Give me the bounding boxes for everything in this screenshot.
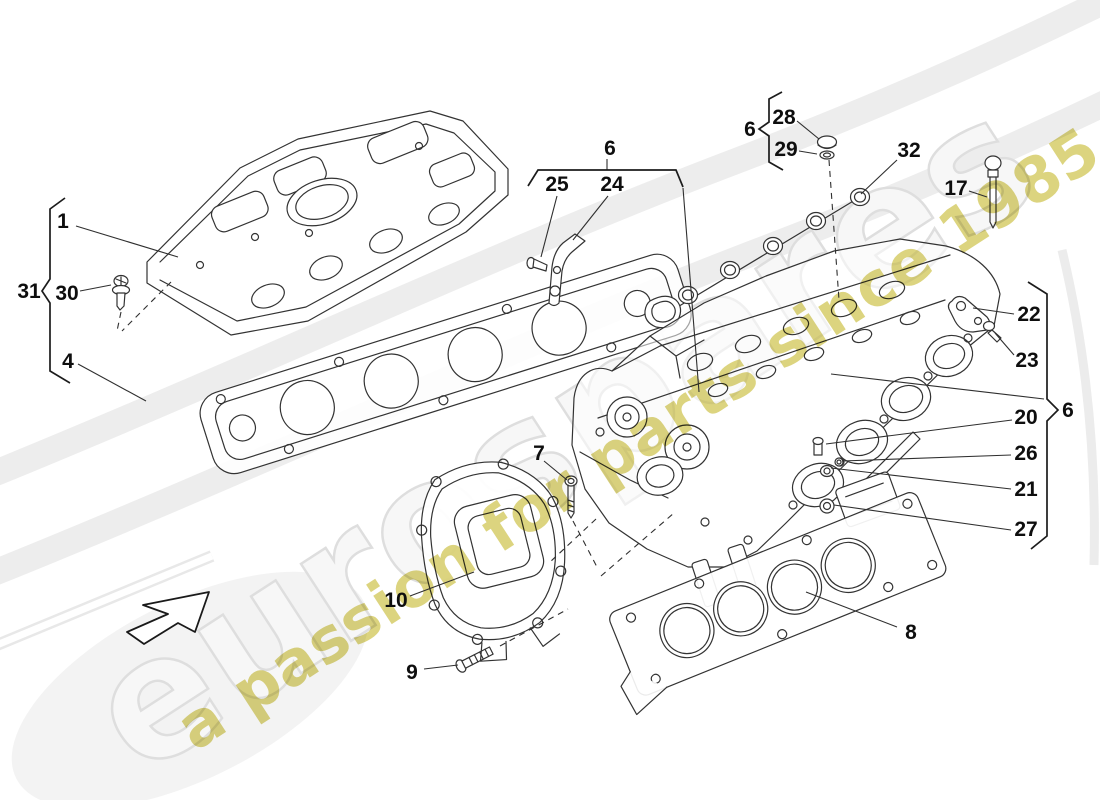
leader-line [968, 190, 988, 198]
assembly-dashed-line [600, 512, 675, 577]
leader-line [796, 120, 820, 140]
group-6-upper-right-brace [757, 91, 784, 171]
timing-cover [416, 458, 567, 662]
leader-line [841, 454, 1012, 462]
callout-label-30: 30 [55, 282, 78, 305]
cylinder-head [571, 238, 1001, 608]
leader-line [830, 373, 1045, 400]
callout-label-25: 25 [545, 173, 569, 196]
leader-line [833, 504, 1012, 531]
leader-line [972, 307, 1015, 315]
head-gasket [609, 492, 947, 716]
callout-label-28: 28 [772, 106, 796, 129]
assembly-dashed-line [121, 281, 172, 332]
callout-label-10: 10 [384, 589, 407, 612]
assembly-dashed-line [572, 520, 598, 568]
callout-label-4: 4 [62, 350, 74, 373]
leader-line [682, 187, 700, 393]
callout-label-7: 7 [533, 442, 545, 465]
callout-label-6: 6 [744, 118, 756, 141]
callout-label-24: 24 [600, 173, 624, 196]
group-31-brace [40, 197, 71, 384]
bolt-9 [455, 646, 494, 673]
valve-cover-gasket [199, 253, 692, 475]
bracket-bolt [526, 256, 548, 272]
support-bracket [548, 233, 586, 307]
callout-label-6: 6 [1062, 399, 1074, 422]
leader-line [825, 419, 1013, 445]
callout-label-29: 29 [774, 138, 797, 161]
callout-label-1: 1 [57, 210, 69, 233]
lever-22 [947, 295, 991, 333]
assembly-dashed-line [116, 311, 122, 332]
callout-label-6: 6 [604, 137, 616, 160]
leader-line [830, 467, 1012, 490]
leader-line [79, 284, 112, 292]
leader-line [860, 159, 898, 195]
callout-label-17: 17 [944, 177, 967, 200]
bolt-23 [982, 320, 1002, 343]
leader-line [543, 460, 568, 481]
callout-label-20: 20 [1014, 406, 1037, 429]
direction-arrow [126, 591, 210, 645]
bolt-17 [984, 155, 1002, 229]
assembly-dashed-line [828, 159, 840, 301]
leader-line [75, 225, 179, 258]
leader-line [409, 571, 475, 597]
leader-line [77, 363, 147, 402]
cam-adjuster-gaskets [644, 187, 871, 329]
seal-29 [819, 150, 835, 160]
callout-label-23: 23 [1015, 349, 1038, 372]
cap-28 [816, 135, 838, 150]
callout-label-27: 27 [1014, 518, 1037, 541]
leader-line [423, 664, 459, 670]
callout-label-32: 32 [897, 139, 920, 162]
bolt-7 [564, 475, 578, 519]
callout-label-26: 26 [1014, 442, 1037, 465]
leader-line [572, 195, 609, 241]
callout-label-9: 9 [406, 661, 418, 684]
leader-line [540, 195, 558, 258]
callout-annotations: 1 31 30 4 25 24 6 6 28 29 32 17 22 23 6 20 26 21 27 10 9 7 8 [17, 91, 1074, 684]
callout-label-22: 22 [1017, 303, 1040, 326]
valve-cover [146, 110, 509, 336]
group-6-top-bracket [527, 169, 684, 188]
callout-label-21: 21 [1014, 478, 1038, 501]
leader-line [994, 332, 1015, 356]
callout-label-31: 31 [17, 280, 41, 303]
leader-line [798, 150, 818, 155]
assembly-dashed-line [499, 608, 569, 647]
group-6-right-brace [1027, 281, 1060, 550]
callout-label-8: 8 [905, 621, 917, 644]
leader-line [805, 591, 898, 628]
bolt-30 [111, 274, 131, 311]
